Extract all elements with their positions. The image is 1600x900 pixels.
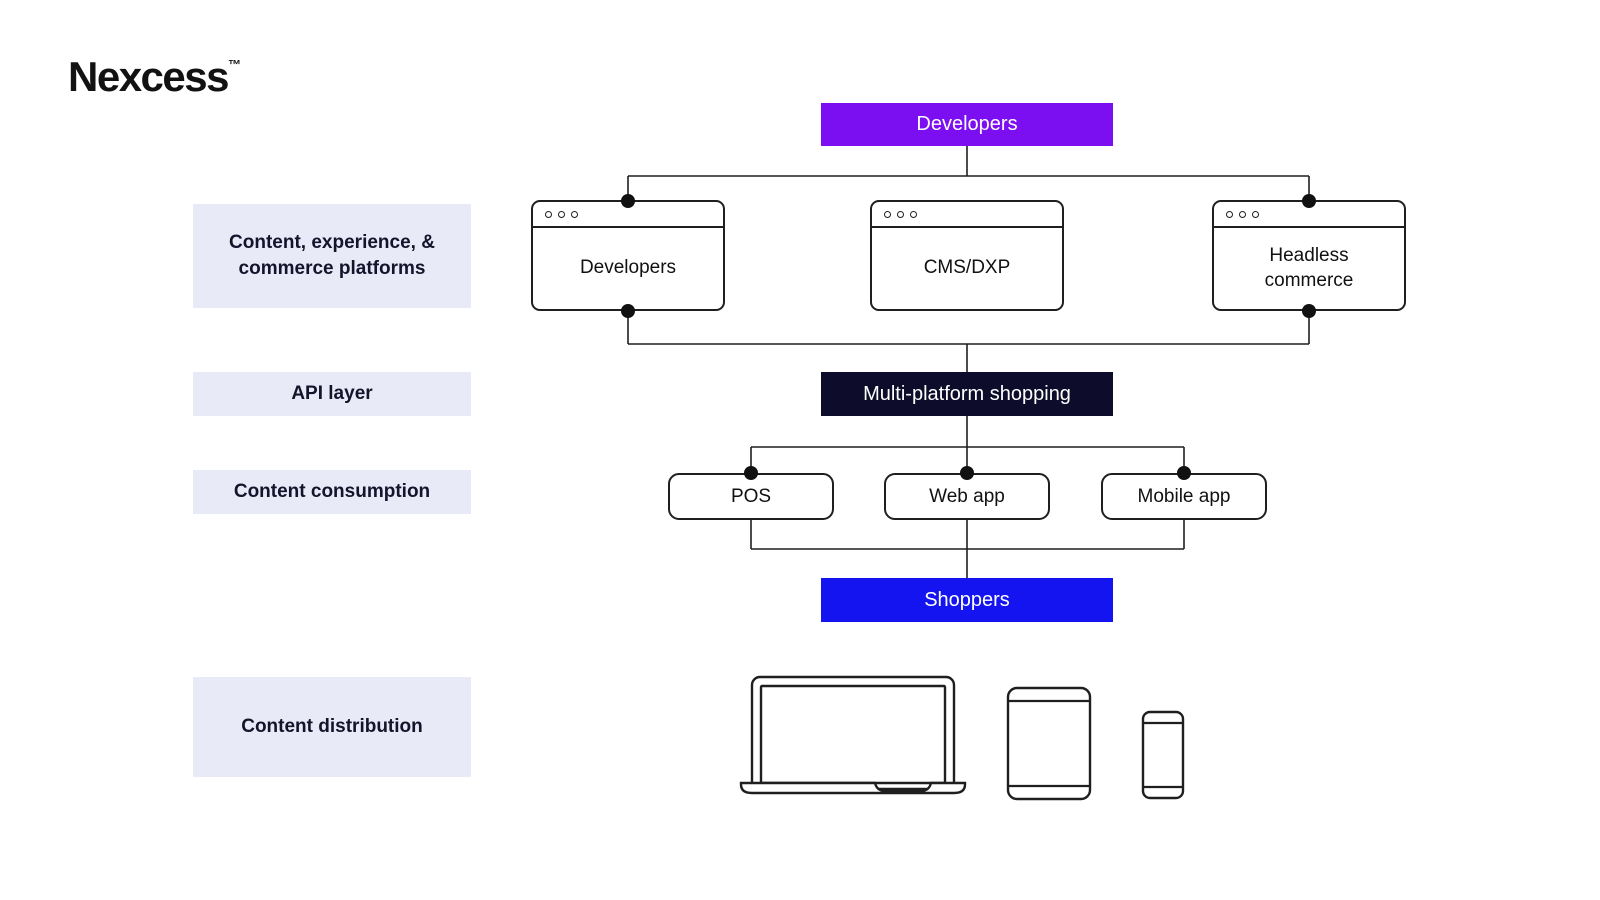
window-dot-icon <box>571 210 578 218</box>
window-control-dots-icon <box>872 202 1062 228</box>
window-dot-icon <box>558 210 565 218</box>
logo-text: Nexcess <box>68 53 229 100</box>
shoppers-banner: Shoppers <box>821 578 1113 622</box>
row-label-content-consumption: Content consumption <box>193 470 471 514</box>
window-dot-icon <box>884 210 891 218</box>
window-control-dots-icon <box>533 202 723 228</box>
window-dot-icon <box>897 210 904 218</box>
multi-platform-shopping-label: Multi-platform shopping <box>863 382 1071 405</box>
window-dot-icon <box>1239 210 1246 218</box>
laptop-icon <box>739 675 967 795</box>
row-label-content-distribution: Content distribution <box>193 677 471 777</box>
multi-platform-shopping-banner: Multi-platform shopping <box>821 372 1113 416</box>
window-dot-icon <box>910 210 917 218</box>
platform-window-headless-commerce: Headless commerce <box>1212 200 1406 311</box>
platform-window-cms-dxp: CMS/DXP <box>870 200 1064 311</box>
consumption-node-pos: POS <box>668 473 834 520</box>
consumption-node-web-app: Web app <box>884 473 1050 520</box>
platform-window-label: Headless commerce <box>1264 244 1354 291</box>
smartphone-icon <box>1141 710 1185 800</box>
row-label-api-layer: API layer <box>193 372 471 416</box>
developers-banner-label: Developers <box>916 113 1018 135</box>
trademark-symbol: ™ <box>227 57 241 72</box>
window-dot-icon <box>1252 210 1259 218</box>
tablet-icon <box>1006 686 1092 801</box>
platform-window-developers: Developers <box>531 200 725 311</box>
platform-window-label: Developers <box>579 257 677 279</box>
nexcess-logo: Nexcess™ <box>68 56 241 98</box>
shoppers-banner-label: Shoppers <box>924 588 1010 611</box>
window-dot-icon <box>545 210 552 218</box>
window-control-dots-icon <box>1214 202 1404 228</box>
platform-window-label: CMS/DXP <box>923 257 1011 279</box>
row-label-platforms: Content, experience, & commerce platform… <box>193 204 471 308</box>
developers-banner: Developers <box>821 103 1113 146</box>
window-dot-icon <box>1226 210 1233 218</box>
